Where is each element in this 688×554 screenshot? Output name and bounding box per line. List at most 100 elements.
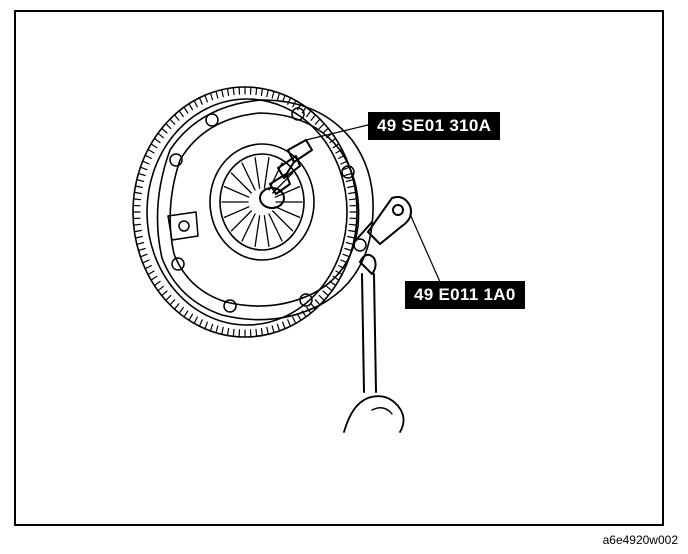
gear-tooth (226, 327, 230, 337)
cover-bolts (169, 107, 367, 313)
diaphragm-finger (272, 172, 294, 194)
figure-code: a6e4920w002 (602, 533, 678, 547)
gear-tooth (276, 92, 281, 101)
gear-tooth (271, 325, 275, 334)
gear-tooth (209, 323, 214, 332)
gear-tooth (133, 191, 142, 195)
gear-tooth (221, 89, 224, 98)
gear-tooth (232, 87, 235, 96)
gear-tooth (153, 137, 161, 144)
gear-tooth (173, 303, 180, 310)
gear-tooth (322, 127, 329, 134)
diaphragm-finger (254, 215, 261, 247)
gear-tooth (344, 247, 353, 252)
callout-tool-49se01310a: 49 SE01 310A (368, 112, 501, 140)
gear-tooth (142, 160, 150, 165)
gear-tooth (188, 313, 194, 321)
gear-tooth (215, 90, 219, 99)
flywheel-inner-rim (146, 98, 348, 326)
wrench (359, 253, 377, 393)
gear-tooth (348, 191, 357, 195)
diaphragm-finger (241, 162, 256, 191)
diaphragm-finger (274, 206, 301, 219)
gear-tooth (150, 275, 158, 281)
gear-tooth (318, 294, 325, 301)
gear-tooth (161, 127, 168, 134)
gear-tooth (342, 253, 351, 258)
gear-tooth (144, 154, 152, 159)
gear-tooth (347, 185, 356, 189)
gear-tooth (134, 235, 143, 239)
gear-tooth (260, 327, 264, 337)
gear-tooth (137, 247, 146, 252)
gear-tooth (326, 285, 333, 292)
gear-tooth (344, 172, 353, 177)
gear-tooth (348, 223, 357, 226)
gear-tooth (287, 97, 292, 105)
diaphragm-finger (272, 210, 294, 232)
gear-tooth (310, 114, 317, 121)
leader-line-tool-1 (305, 123, 373, 141)
gear-tooth (215, 325, 219, 334)
ring-gear-teeth (132, 86, 358, 338)
gear-tooth (136, 241, 145, 245)
gear-tooth (348, 229, 357, 233)
diaphragm-finger (223, 185, 250, 198)
gear-tooth (188, 103, 194, 111)
diaphragm-finger (263, 157, 270, 189)
gear-tooth (296, 313, 302, 321)
flywheel-mount (167, 211, 199, 241)
disc-centering-tool (269, 139, 313, 195)
gear-tooth (226, 87, 230, 97)
gear-tooth (221, 326, 224, 335)
figure-frame (14, 10, 664, 526)
gear-tooth (150, 143, 158, 149)
gear-tooth (232, 328, 235, 337)
gear-tooth (139, 166, 148, 171)
gear-tooth (266, 89, 269, 98)
gear-tooth (345, 179, 354, 183)
gear-tooth (347, 235, 356, 239)
gear-tooth (157, 132, 164, 139)
clutch-disc (209, 143, 315, 261)
gear-tooth (183, 310, 189, 318)
gear-tooth (169, 118, 176, 125)
gear-tooth (144, 265, 152, 270)
gear-tooth (165, 122, 172, 130)
gear-tooth (133, 198, 142, 201)
diaphragm-finger (268, 213, 283, 242)
gear-tooth (314, 118, 321, 125)
diaphragm-finger (263, 215, 270, 247)
gear-tooth (260, 87, 264, 97)
gear-tooth (139, 253, 148, 258)
gear-tooth (276, 323, 281, 332)
gear-tooth (198, 319, 203, 327)
gear-tooth (178, 306, 184, 314)
diaphragm-finger (223, 206, 250, 219)
gear-tooth (255, 87, 258, 96)
gear-tooth (301, 106, 307, 114)
leader-line-tool-2 (409, 213, 441, 283)
gear-tooth (134, 185, 143, 189)
gear-tooth (287, 319, 292, 327)
callout-tool-49e0111a0: 49 E011 1A0 (405, 281, 525, 309)
gear-tooth (332, 275, 340, 281)
gear-tooth (165, 294, 172, 301)
hand (343, 395, 405, 433)
gear-tooth (271, 90, 275, 99)
diaphragm-finger (274, 185, 301, 198)
gear-tooth (306, 110, 312, 118)
gear-tooth (314, 299, 321, 306)
diaphragm-finger (254, 157, 261, 189)
gear-tooth (338, 265, 346, 270)
clutch-cover (156, 99, 374, 321)
gear-tooth (173, 114, 180, 121)
gear-tooth (345, 241, 354, 245)
gear-tooth (193, 99, 198, 108)
gear-tooth (322, 290, 329, 297)
gear-tooth (137, 172, 146, 177)
gear-tooth (157, 285, 164, 292)
gear-tooth (133, 223, 142, 226)
gear-tooth (183, 106, 189, 114)
